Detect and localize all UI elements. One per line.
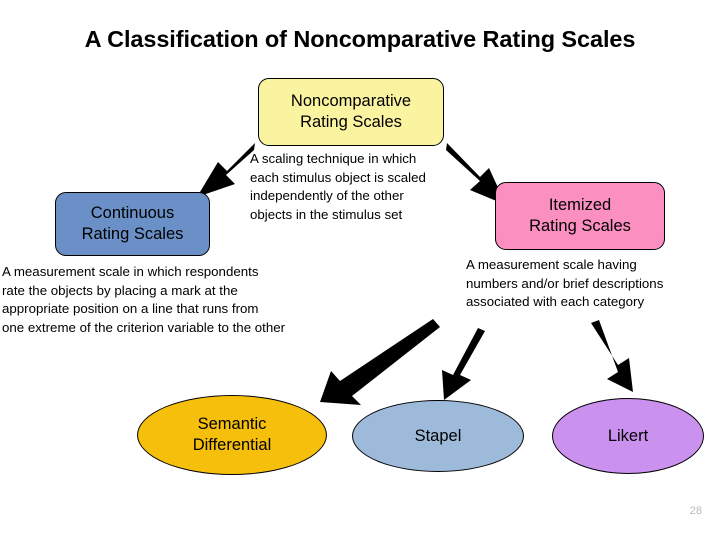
- description-line: independently of the other: [250, 188, 404, 204]
- node-label-line1: Semantic: [197, 415, 267, 434]
- node-itemized-rating-scales[interactable]: Itemized Rating Scales: [495, 182, 665, 250]
- description-line: A scaling technique in which: [250, 151, 417, 166]
- node-label-line2: Rating Scales: [81, 225, 184, 243]
- node-noncomparative-rating-scales[interactable]: Noncomparative Rating Scales: [258, 78, 444, 146]
- arrow-itemized-to-stapel: [442, 328, 485, 400]
- description-line: appropriate position on a line that runs…: [2, 301, 259, 317]
- node-label-line1: Itemized: [548, 196, 612, 215]
- description-line: A measurement scale having: [466, 257, 637, 272]
- page-title: A Classification of Noncomparative Ratin…: [84, 26, 636, 52]
- node-continuous-rating-scales[interactable]: Continuous Rating Scales: [55, 192, 210, 256]
- node-stapel[interactable]: Stapel: [352, 400, 524, 472]
- description-itemized-rating-scales: A measurement scale having numbers and/o…: [466, 256, 720, 312]
- description-line: associated with each category: [466, 294, 645, 310]
- node-label-line2: Rating Scales: [300, 113, 402, 131]
- description-line: each stimulus object is scaled: [250, 169, 426, 185]
- node-label-line1: Noncomparative: [290, 92, 412, 111]
- node-label-line1: Likert: [607, 426, 649, 445]
- node-label-line1: Continuous: [90, 204, 175, 223]
- description-line: objects in the stimulus set: [250, 206, 403, 222]
- description-line: numbers and/or brief descriptions: [466, 275, 664, 291]
- node-label-line2: Rating Scales: [529, 217, 631, 235]
- description-noncomparative: A scaling technique in which each stimul…: [250, 150, 480, 224]
- description-continuous-rating-scales: A measurement scale in which respondents…: [2, 263, 347, 337]
- node-likert[interactable]: Likert: [552, 398, 704, 474]
- description-line: A measurement scale in which respondents: [2, 264, 259, 279]
- description-line: one extreme of the criterion variable to…: [2, 319, 286, 335]
- description-line: rate the objects by placing a mark at th…: [2, 282, 238, 298]
- node-label-line1: Stapel: [414, 426, 462, 445]
- node-semantic-differential[interactable]: Semantic Differential: [137, 395, 327, 475]
- arrow-root-to-continuous: [197, 143, 255, 197]
- arrow-itemized-to-likert: [591, 320, 633, 392]
- node-label-line2: Differential: [192, 436, 272, 454]
- page-number: 28: [689, 505, 702, 517]
